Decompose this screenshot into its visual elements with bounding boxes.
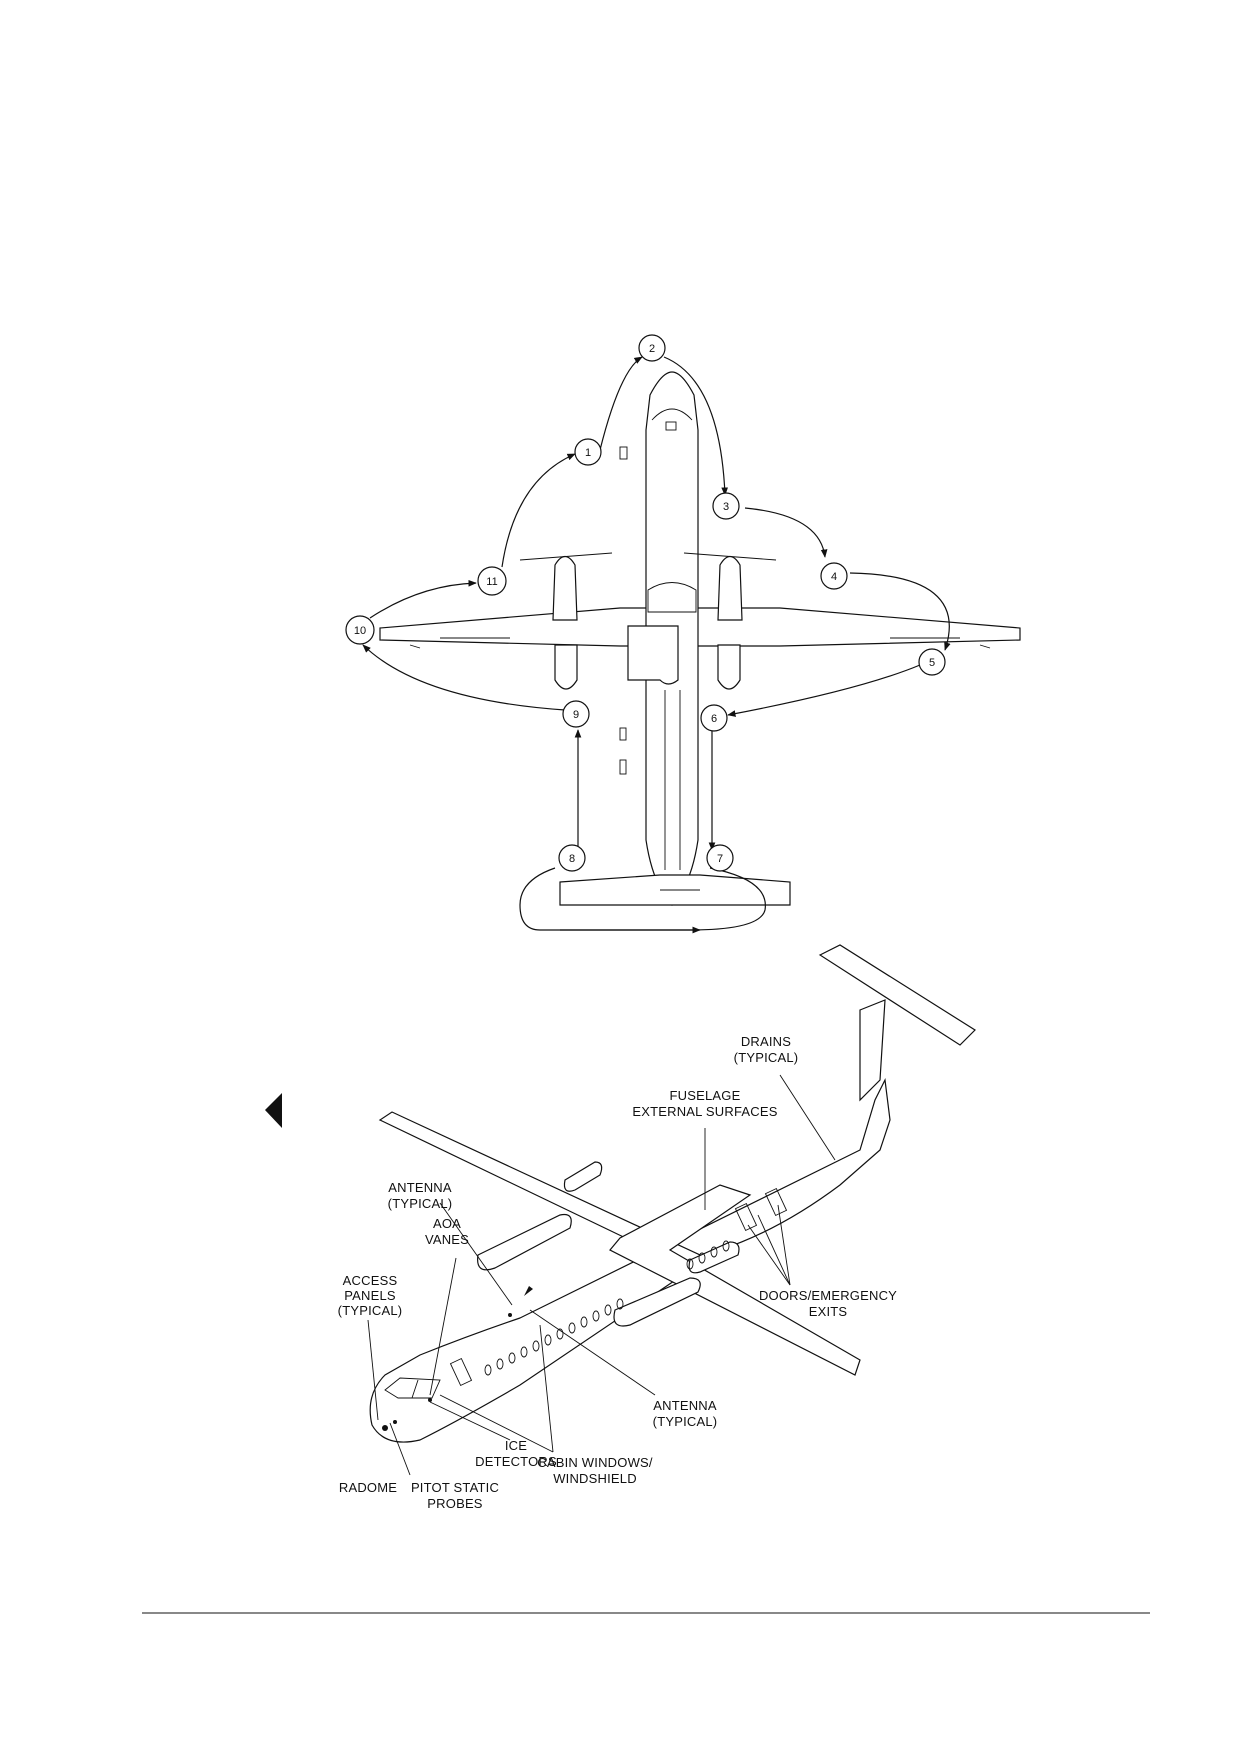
station-9: 9	[562, 700, 590, 728]
svg-text:3: 3	[723, 501, 729, 513]
right-inboard-engine	[683, 552, 777, 690]
svg-text:1: 1	[585, 447, 591, 459]
left-inboard-engine	[519, 552, 613, 690]
svg-text:5: 5	[929, 657, 935, 669]
svg-text:6: 6	[711, 713, 717, 725]
walkaround-route	[362, 356, 951, 934]
svg-text:11: 11	[486, 576, 497, 588]
label-cabin-windows-windshield: CABIN WINDOWS/WINDSHIELD	[537, 1455, 653, 1486]
station-8: 8	[558, 844, 586, 872]
label-antenna-top: ANTENNA(TYPICAL)	[388, 1180, 453, 1211]
station-7: 7	[706, 844, 734, 872]
label-drains: DRAINS(TYPICAL)	[734, 1034, 799, 1065]
station-10: 10	[345, 615, 375, 645]
svg-text:7: 7	[717, 853, 723, 865]
svg-text:8: 8	[569, 853, 575, 865]
station-6: 6	[700, 704, 728, 732]
aircraft-perspective-view	[369, 944, 976, 1443]
station-4: 4	[820, 562, 848, 590]
station-2: 2	[638, 334, 666, 362]
station-1: 1	[574, 438, 602, 466]
svg-text:2: 2	[649, 343, 655, 355]
cabin-window-row	[484, 1240, 730, 1376]
station-markers: 1 2 3 4 5 6 7 8 9 10 11	[345, 334, 946, 872]
svg-text:9: 9	[573, 709, 579, 721]
svg-text:4: 4	[831, 571, 837, 583]
callout-leader-lines	[367, 1074, 836, 1476]
svg-text:10: 10	[354, 625, 366, 637]
revision-marker-triangle	[265, 1093, 282, 1128]
label-radome: RADOME	[339, 1480, 397, 1495]
station-5: 5	[918, 648, 946, 676]
label-antenna-bottom: ANTENNA(TYPICAL)	[653, 1398, 718, 1429]
station-11: 11	[477, 566, 507, 596]
station-3: 3	[712, 492, 740, 520]
aircraft-plan-view	[379, 371, 1021, 906]
